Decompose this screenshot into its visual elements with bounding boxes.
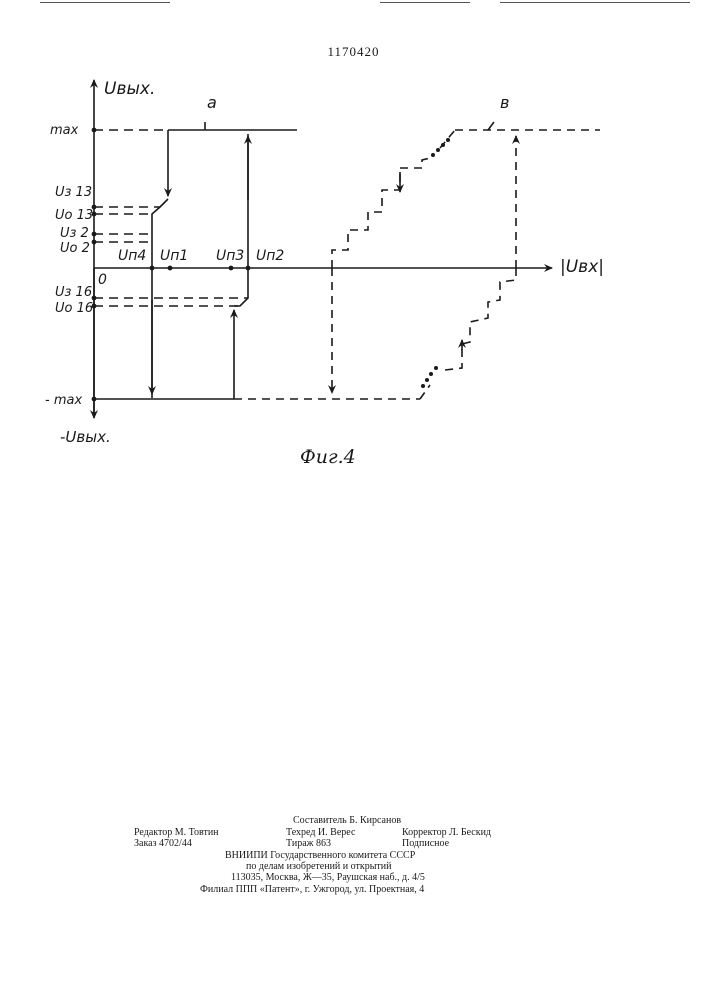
imprint-branch: Филиал ППП «Патент», г. Ужгород, ул. Про…	[200, 884, 424, 896]
label-un4: Uп4	[118, 248, 146, 264]
figure-4-diagram: Uвых. -Uвых. |Uвх| 0 max Uз 13 Uo 13 Uз …	[0, 0, 707, 470]
label-uz13: Uз 13	[55, 185, 92, 200]
y-axis-label: Uвых.	[104, 79, 155, 99]
y-neg-axis-label: -Uвых.	[60, 428, 111, 446]
curve-b	[234, 130, 600, 399]
label-uz2: Uз 2	[60, 226, 89, 241]
label-uz16: Uз 16	[55, 285, 92, 300]
imprint-compiler: Составитель Б. Кирсанов	[293, 815, 401, 827]
imprint-order: Заказ 4702/44	[134, 838, 192, 850]
label-un1: Uп1	[160, 248, 188, 264]
figure-caption: Фиг.4	[300, 446, 356, 468]
origin-label: 0	[98, 272, 107, 288]
label-uo13: Uo 13	[55, 208, 93, 223]
curve-b-label: в	[500, 93, 509, 112]
label-un3: Uп3	[216, 248, 244, 264]
label-un2: Uп2	[256, 248, 284, 264]
x-axis-label: |Uвх|	[560, 257, 604, 277]
label-uo16: Uo 16	[55, 301, 93, 316]
curve-b-dots	[421, 138, 450, 388]
dashed-levels	[94, 130, 248, 306]
label-uo2: Uo 2	[60, 241, 90, 256]
imprint-address: 113035, Москва, Ж—35, Раушская наб., д. …	[231, 872, 425, 884]
imprint-subscription: Подписное	[402, 838, 449, 850]
label-max: max	[50, 123, 79, 138]
curve-b-leader	[488, 122, 494, 130]
curve-a-label: а	[207, 93, 217, 112]
label-neg-max: - max	[45, 393, 82, 408]
imprint-circulation: Тираж 863	[286, 838, 331, 850]
